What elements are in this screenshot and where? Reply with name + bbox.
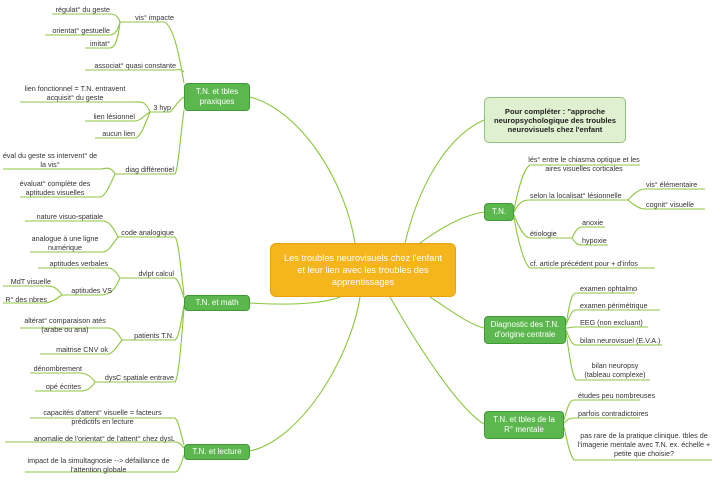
topic-lien-fonctionnel[interactable]: lien fonctionnel = T.N. entravent acquis… (24, 84, 126, 102)
topic-examen-perimetrique[interactable]: examen périmétrique (580, 301, 648, 310)
node-praxiques-label: T.N. et tbles praxiques (195, 87, 239, 106)
topic-examen-ophtalmo[interactable]: examen ophtalmo (580, 284, 638, 293)
connector-math (249, 296, 341, 305)
topic-impact-simultagnosie[interactable]: impact de la simultagnosie --> défaillan… (27, 456, 170, 474)
topic-lien-lesionnel[interactable]: lien lésionnel (93, 112, 135, 121)
topic-eval-geste[interactable]: éval du geste ss intervent° de la vis° (2, 151, 98, 169)
topic-dysc-spatiale[interactable]: dysC spatiale entrave (104, 373, 174, 382)
node-diagnostic-label: Diagnostic des T.N. d'origine centrale (490, 320, 560, 339)
topic-eeg[interactable]: EEG (non excluant) (580, 318, 643, 327)
topic-evaluat-complete[interactable]: évaluat° complète des aptitudes visuelle… (19, 179, 91, 197)
topic-bilan-neurovisuel[interactable]: bilan neurovisuel (E.V.A.) (580, 336, 661, 345)
node-praxiques[interactable]: T.N. et tbles praxiques (184, 83, 250, 111)
connector-diagnostic (429, 296, 485, 329)
node-lecture-label: T.N. et lecture (192, 447, 242, 456)
topic-aptitudes-verbales[interactable]: aptitudes verbales (49, 259, 108, 268)
topic-r-nbres[interactable]: R° des nbres (5, 295, 47, 304)
topic-etiologie[interactable]: étiologie (530, 229, 557, 238)
connector-lecture (249, 296, 361, 452)
topic-aptitudes-vs[interactable]: aptitudes VS (71, 286, 112, 295)
topic-regulat[interactable]: régulat° du geste (55, 5, 110, 14)
connector-side-note (404, 119, 485, 244)
side-note[interactable]: Pour compléter : "approche neuropsycholo… (484, 97, 626, 143)
node-math[interactable]: T.N. et math (184, 295, 250, 311)
node-math-label: T.N. et math (195, 298, 239, 307)
topic-code-analogique[interactable]: code analogique (121, 228, 174, 237)
topic-bilan-neuropsy[interactable]: bilan neuropsy (tableau complexe) (584, 361, 646, 379)
topic-hypoxie[interactable]: hypoxie (582, 236, 607, 245)
topic-nature-visuo[interactable]: nature visuo-spatiale (36, 212, 103, 221)
topic-dvlpt-calcul[interactable]: dvlpt calcul (138, 269, 174, 278)
topic-diag-differentiel[interactable]: diag différentiel (125, 165, 174, 174)
topic-imitat[interactable]: imitat° (89, 39, 110, 48)
node-lecture[interactable]: T.N. et lecture (184, 444, 250, 460)
connector-praxiques (249, 96, 356, 244)
connector-tn (419, 211, 485, 244)
node-diagnostic[interactable]: Diagnostic des T.N. d'origine centrale (484, 316, 566, 344)
topic-denombrement[interactable]: dénombrement (33, 364, 82, 373)
topic-vis-elementaire[interactable]: vis° élémentaire (646, 180, 698, 189)
topic-patients-tn[interactable]: patients T.N. (134, 331, 174, 340)
topic-pas-rare[interactable]: pas rare de la pratique clinique. tbles … (577, 431, 711, 458)
central-topic-label: Les troubles neurovisuels chez l'enfant … (283, 253, 443, 287)
topic-cognit-visuelle[interactable]: cognit° visuelle (646, 200, 695, 209)
topic-anoxie[interactable]: anoxie (582, 218, 604, 227)
node-imagerie[interactable]: T.N. et tbles de la R° mentale (484, 411, 564, 439)
topic-capacites-attention[interactable]: capacités d'attent° visuelle = facteurs … (43, 408, 162, 426)
topic-orientat[interactable]: orientat° gestuelle (52, 26, 110, 35)
topic-aucun-lien[interactable]: aucun lien (102, 129, 135, 138)
side-note-label: Pour compléter : "approche neuropsycholo… (494, 106, 616, 134)
topic-alterat-comparaison[interactable]: altérat° comparaison atés (arabe ou ana) (24, 316, 106, 334)
topic-selon-localisation[interactable]: selon la localisat° lésionnelle (530, 191, 622, 200)
topic-anomalie-orientation[interactable]: anomalie de l'orientat° de l'attent° che… (33, 434, 175, 443)
topic-les-chiasma[interactable]: lés° entre le chiasma optique et les air… (528, 155, 640, 173)
topic-parfois-contradictoires[interactable]: parfois contradictoires (578, 409, 649, 418)
topic-vis-impacte[interactable]: vis° impacte (135, 13, 174, 22)
node-tn[interactable]: T.N. (484, 203, 514, 221)
topic-3-hyp[interactable]: 3 hyp (153, 103, 171, 112)
connector-imagerie (389, 296, 485, 425)
node-imagerie-label: T.N. et tbles de la R° mentale (493, 415, 555, 434)
topic-etudes-peu-nombreuses[interactable]: études peu nombreuses (578, 391, 656, 400)
topic-maitrise-cnv[interactable]: maitrise CNV ok (56, 345, 108, 354)
topic-ope-ecrites[interactable]: opé écrites (45, 382, 81, 391)
central-topic[interactable]: Les troubles neurovisuels chez l'enfant … (270, 243, 456, 297)
topic-analogue-ligne[interactable]: analogue à une ligne numérique (31, 234, 99, 252)
topic-associat[interactable]: associat° quasi constante (94, 61, 176, 70)
topic-mdt-visuelle[interactable]: MdT visuelle (10, 277, 51, 286)
topic-cf-article[interactable]: cf. article précédent pour + d'infos (530, 259, 638, 268)
node-tn-label: T.N. (491, 207, 507, 216)
